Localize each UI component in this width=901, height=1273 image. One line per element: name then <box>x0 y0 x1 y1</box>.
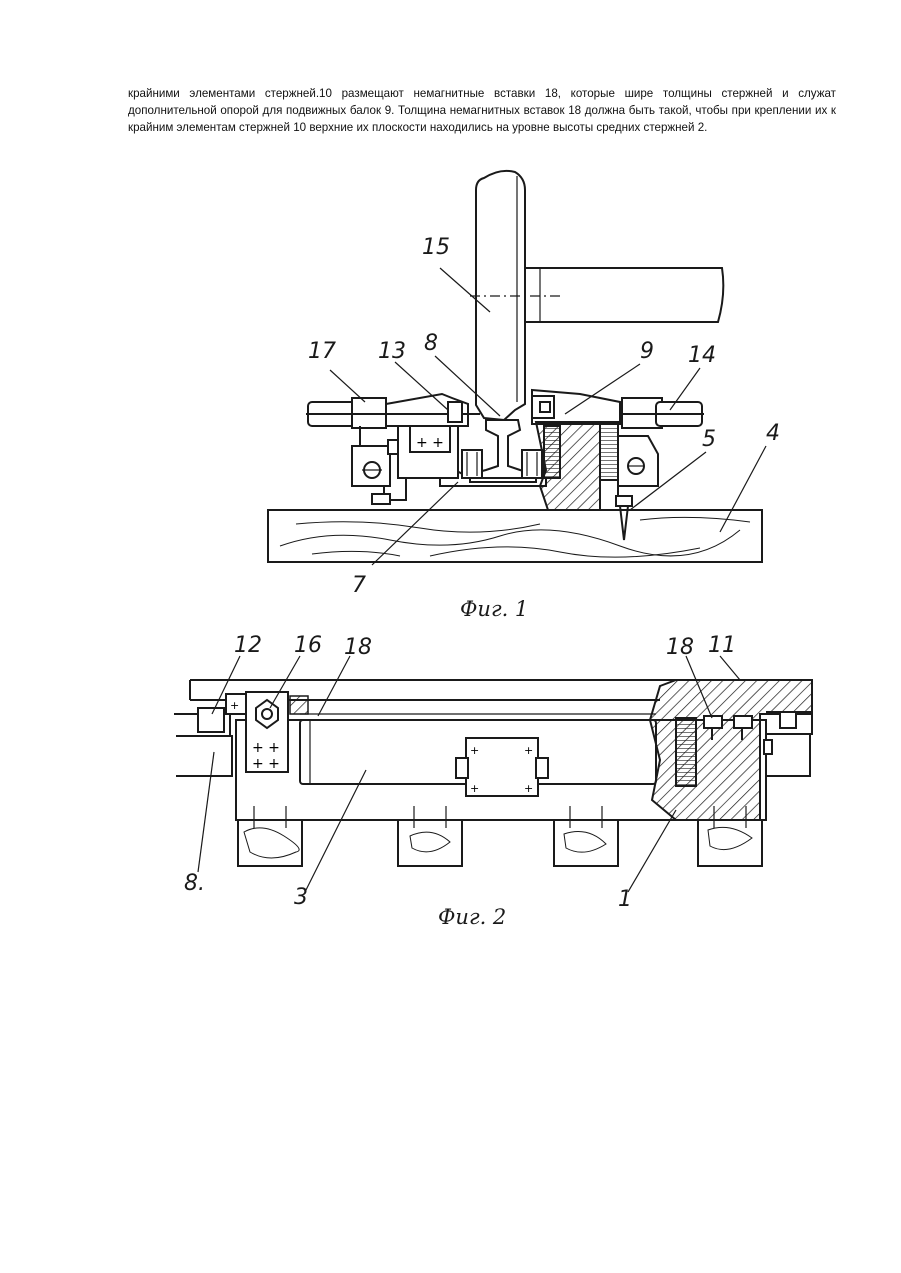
label-11: 11 <box>708 633 736 658</box>
label-4: 4 <box>766 421 780 446</box>
label-15: 15 <box>422 235 450 260</box>
clamp-16: + + + + + <box>226 692 308 772</box>
label-14: 14 <box>688 343 716 368</box>
left-assembly: + + <box>306 394 480 504</box>
label-7: 7 <box>352 573 366 598</box>
svg-text:+: + <box>470 782 479 795</box>
wheel-15 <box>470 171 723 420</box>
label-16: 16 <box>294 633 322 658</box>
label-5: 5 <box>702 427 716 452</box>
label-8: 8. <box>184 871 205 896</box>
fig1-drawing: + + <box>268 171 780 621</box>
label-17: 17 <box>308 339 336 364</box>
svg-text:+: + <box>524 744 533 757</box>
label-3: 3 <box>294 885 308 910</box>
svg-text:+ +: + + <box>416 435 444 451</box>
fig2-drawing: + + + + + + + + + <box>174 633 812 929</box>
svg-text:+: + <box>230 699 239 712</box>
label-18-left: 18 <box>344 635 372 660</box>
label-12: 12 <box>234 633 262 658</box>
fig1-caption: Фиг. 1 <box>460 597 528 621</box>
label-13: 13 <box>378 339 406 364</box>
rail-8-side <box>174 708 232 776</box>
sleeper-4 <box>268 510 762 562</box>
label-18-right: 18 <box>666 635 694 660</box>
svg-text:+ +: + + <box>252 740 280 756</box>
svg-text:+: + <box>524 782 533 795</box>
label-9: 9 <box>640 339 654 364</box>
label-1: 1 <box>618 887 632 912</box>
label-8: 8 <box>424 331 438 356</box>
svg-text:+ +: + + <box>252 756 280 772</box>
fig2-caption: Фиг. 2 <box>438 905 506 929</box>
svg-text:+: + <box>470 744 479 757</box>
section-1-11 <box>650 680 812 820</box>
beam-3: + + + + <box>300 714 656 796</box>
